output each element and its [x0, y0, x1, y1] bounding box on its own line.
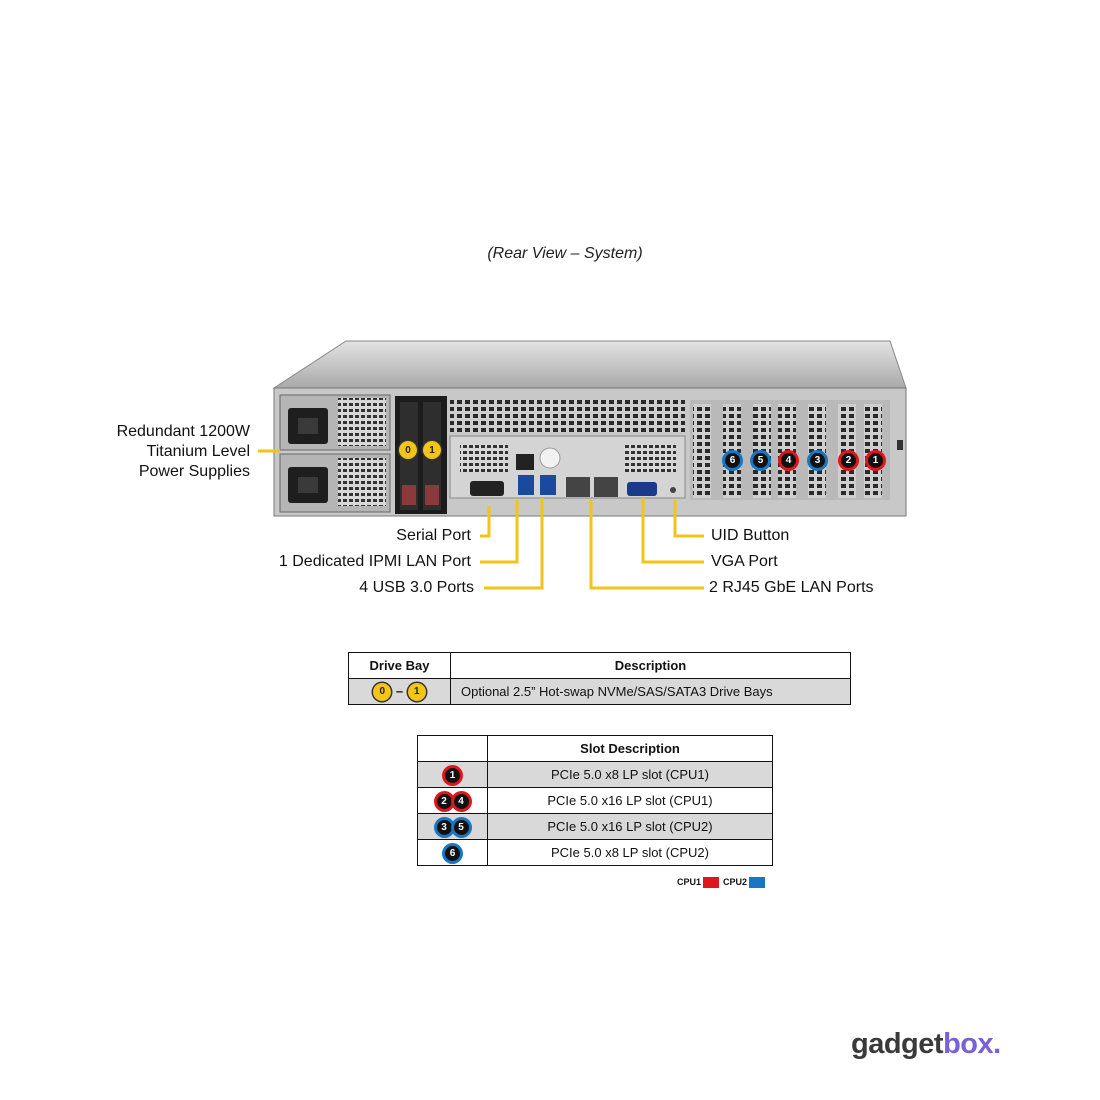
- cpu-legend: CPU1 CPU2: [677, 877, 769, 889]
- lan-ports-callout: 2 RJ45 GbE LAN Ports: [709, 579, 874, 596]
- drive-bay-badges: 0 – 1: [348, 678, 451, 705]
- serial-port-callout: Serial Port: [396, 527, 471, 544]
- slot-icon-header: [417, 735, 488, 762]
- brand-logo: gadgetbox.: [851, 1028, 1001, 1061]
- slot-table-badge-2: 2: [436, 793, 452, 809]
- vga-port-callout: VGA Port: [711, 553, 778, 570]
- ipmi-lan-callout: 1 Dedicated IPMI LAN Port: [278, 553, 471, 570]
- slot-table-row: 6 PCIe 5.0 x8 LP slot (CPU2): [417, 839, 773, 866]
- slot-badge-4: 4: [781, 453, 796, 468]
- legend-swatch-cpu1: [703, 877, 720, 889]
- usb-ports-callout: 4 USB 3.0 Ports: [359, 579, 474, 596]
- slot-badge-5: 5: [753, 453, 768, 468]
- psu-callout-line-1: Redundant 1200W: [116, 423, 250, 440]
- slot-badge-2: 2: [841, 453, 856, 468]
- slot-badge-3: 3: [810, 453, 825, 468]
- slot-table-badge-1: 1: [445, 767, 460, 783]
- drive-badge-label: 1: [423, 441, 441, 459]
- uid-button-callout: UID Button: [711, 527, 790, 544]
- brand-accent: box: [943, 1028, 994, 1060]
- drive-table-badge-0: 0: [373, 682, 392, 701]
- view-caption: (Rear View – System): [487, 245, 643, 262]
- drive-table-separator: –: [395, 682, 404, 698]
- psu-module-top: [279, 394, 391, 451]
- slot-badges-cell: 1: [417, 761, 488, 788]
- slot-badge-1: 1: [868, 453, 883, 468]
- psu-module-bottom: [279, 453, 391, 513]
- psu-callout-line-2: Titanium Level: [146, 443, 250, 460]
- callout-lines: [258, 449, 704, 590]
- pcie-slot-brackets: [693, 404, 882, 498]
- legend-swatch-cpu2: [749, 877, 766, 889]
- slot-table-row: 1 PCIe 5.0 x8 LP slot (CPU1): [417, 761, 773, 788]
- legend-label-cpu1: CPU1: [677, 877, 702, 887]
- slot-description-cell: PCIe 5.0 x16 LP slot (CPU1): [487, 787, 773, 814]
- slot-description-header: Slot Description: [487, 735, 773, 762]
- brand-dot: .: [993, 1028, 1001, 1060]
- drive-table-badge-1: 1: [407, 682, 426, 701]
- psu-callout: Redundant 1200W Titanium Level Power Sup…: [80, 422, 250, 482]
- drive-badge-label: 0: [399, 441, 417, 459]
- slot-badges-cell: 6: [417, 839, 488, 866]
- psu-callout-line-3: Power Supplies: [138, 463, 250, 480]
- drive-bay-header: Drive Bay: [348, 652, 451, 679]
- slot-description-cell: PCIe 5.0 x8 LP slot (CPU2): [487, 839, 773, 866]
- slot-table-badge-3: 3: [436, 819, 452, 835]
- drive-bay-table: Drive Bay Description 0 – 1 Optional 2.5…: [348, 652, 851, 705]
- slot-table-badge-6: 6: [445, 845, 460, 861]
- description-header: Description: [450, 652, 851, 679]
- slot-table-badge-5: 5: [453, 819, 469, 835]
- drive-badge-1: 1: [422, 441, 442, 459]
- slot-description-cell: PCIe 5.0 x16 LP slot (CPU2): [487, 813, 773, 840]
- slot-description-cell: PCIe 5.0 x8 LP slot (CPU1): [487, 761, 773, 788]
- legend-label-cpu2: CPU2: [723, 877, 748, 887]
- slot-table-badge-4: 4: [453, 793, 469, 809]
- drive-bay-description: Optional 2.5” Hot-swap NVMe/SAS/SATA3 Dr…: [450, 678, 851, 705]
- drive-badge-0: 0: [398, 441, 418, 459]
- slot-badge-6: 6: [725, 453, 740, 468]
- brand-main: gadget: [851, 1028, 944, 1060]
